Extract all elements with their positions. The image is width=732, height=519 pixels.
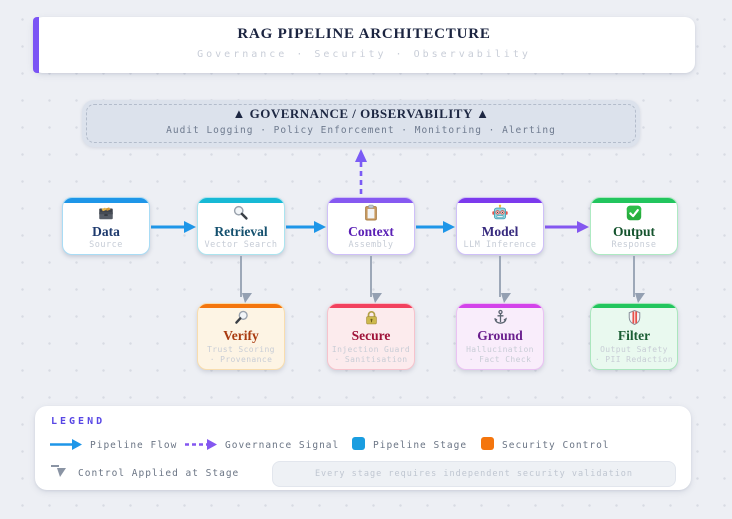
control-subtitle: Output Safety · PII Redaction (591, 345, 677, 365)
page-title: RAG PIPELINE ARCHITECTURE (237, 26, 491, 42)
stage-output-colorbar (591, 198, 677, 204)
control-connector-ground (499, 256, 511, 303)
stage-model-colorbar (457, 198, 543, 204)
stage-subtitle: LLM Inference (463, 240, 537, 251)
stage-data-colorbar (63, 198, 149, 204)
governance-subtitle: Audit Logging · Policy Enforcement · Mon… (166, 125, 556, 136)
stage-model: Model LLM Inference (456, 197, 544, 255)
control-subtitle-line1: Hallucination (466, 345, 534, 355)
stage-title: Output (612, 224, 656, 240)
control-verify: Verify Trust Scoring · Provenance (197, 303, 285, 370)
shield-icon (591, 309, 677, 328)
control-secure-colorbar (328, 304, 414, 309)
stage-retrieval: Retrieval Vector Search (197, 197, 285, 255)
check-mark-icon (591, 204, 677, 224)
control-filter: Filter Output Safety · PII Redaction (590, 303, 678, 370)
legend-card: LEGEND Pipeline Flow Governance Signal P… (35, 406, 691, 490)
legend-security-control-label: Security Control (502, 440, 610, 451)
stage-context: Context Assembly (327, 197, 415, 255)
header-accent-bar (33, 17, 39, 73)
governance-band: ▲ GOVERNANCE / OBSERVABILITY ▲ Audit Log… (82, 100, 640, 147)
governance-dashed-border (86, 104, 636, 143)
magnifier-tilted-icon (198, 309, 284, 328)
legend-pipeline-stage-label: Pipeline Stage (373, 440, 468, 451)
legend-governance-signal-label: Governance Signal (225, 440, 340, 451)
control-subtitle-line2: · Provenance (209, 355, 273, 365)
stage-retrieval-colorbar (198, 198, 284, 204)
control-subtitle: Trust Scoring · Provenance (198, 345, 284, 365)
governance-signal-arrow-icon (185, 439, 217, 450)
card-file-box-icon (63, 204, 149, 224)
control-connector-verify (240, 256, 252, 303)
control-title: Ground (477, 328, 523, 344)
stage-subtitle: Assembly (348, 240, 394, 251)
flow-arrow-2 (286, 221, 326, 233)
robot-icon (457, 204, 543, 224)
control-connector-filter (633, 256, 645, 303)
header-card: RAG PIPELINE ARCHITECTURE Governance · S… (33, 17, 695, 73)
control-filter-colorbar (591, 304, 677, 309)
stage-title: Data (92, 224, 120, 240)
stage-output: Output Response (590, 197, 678, 255)
flow-arrow-3 (416, 221, 455, 233)
control-ground: Ground Hallucination · Fact Check (456, 303, 544, 370)
stage-subtitle: Source (89, 240, 123, 251)
flow-arrow-1 (151, 221, 196, 233)
legend-control-applied-label: Control Applied at Stage (78, 468, 240, 479)
stage-context-colorbar (328, 198, 414, 204)
magnifier-icon (198, 204, 284, 224)
stage-title: Model (481, 224, 519, 240)
legend-pipeline-flow-label: Pipeline Flow (90, 440, 178, 451)
control-verify-colorbar (198, 304, 284, 309)
control-subtitle-line1: Injection Guard (331, 345, 411, 355)
control-applied-arrow-icon (51, 465, 66, 477)
legend-heading: LEGEND (51, 416, 106, 427)
stage-data: Data Source (62, 197, 150, 255)
anchor-icon (457, 309, 543, 328)
control-subtitle: Injection Guard · Sanitisation (328, 345, 414, 365)
control-subtitle: Hallucination · Fact Check (457, 345, 543, 365)
stage-title: Context (348, 224, 394, 240)
control-subtitle-line1: Output Safety (600, 345, 668, 355)
pipeline-stage-swatch-icon (352, 437, 365, 450)
control-ground-colorbar (457, 304, 543, 309)
legend-note: Every stage requires independent securit… (272, 461, 676, 487)
flow-arrow-4 (545, 221, 589, 233)
clipboard-icon (328, 204, 414, 224)
pipeline-flow-arrow-icon (50, 439, 82, 450)
governance-signal-arrow (355, 149, 367, 198)
stage-subtitle: Vector Search (204, 240, 278, 251)
control-subtitle-line2: · Fact Check (468, 355, 532, 365)
control-secure: Secure Injection Guard · Sanitisation (327, 303, 415, 370)
control-subtitle-line2: · PII Redaction (594, 355, 674, 365)
control-title: Verify (223, 328, 259, 344)
stage-subtitle: Response (611, 240, 657, 251)
lock-icon (328, 309, 414, 328)
stage-title: Retrieval (214, 224, 268, 240)
control-subtitle-line1: Trust Scoring (207, 345, 275, 355)
page-subtitle: Governance · Security · Observability (197, 49, 531, 60)
control-connector-secure (370, 256, 382, 303)
control-title: Secure (351, 328, 391, 344)
governance-title: ▲ GOVERNANCE / OBSERVABILITY ▲ (232, 106, 490, 121)
control-title: Filter (617, 328, 651, 344)
security-control-swatch-icon (481, 437, 494, 450)
control-subtitle-line2: · Sanitisation (334, 355, 408, 365)
